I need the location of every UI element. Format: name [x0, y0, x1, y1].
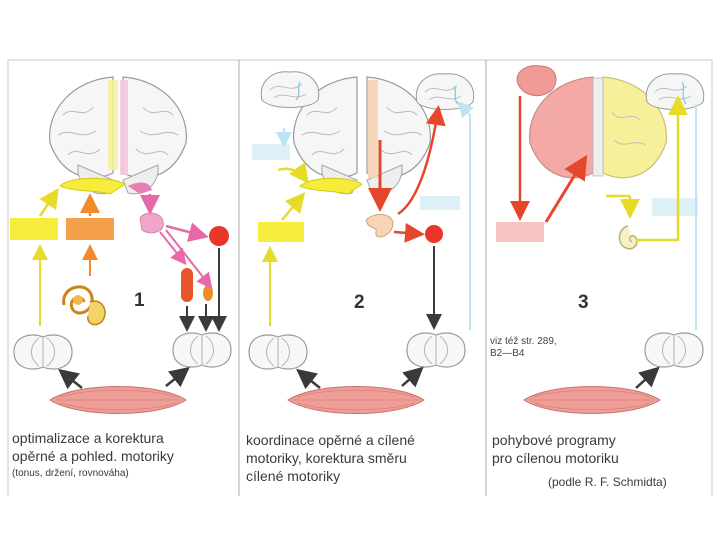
red-nucleus-1: [209, 226, 229, 246]
source-credit: (podle R. F. Schmidta): [548, 474, 667, 491]
panel-3-caption-line2: pro cílenou motoriku: [492, 450, 619, 467]
spinal-cord-2b: [407, 333, 465, 367]
dentate-hook-3: [619, 226, 636, 249]
muscle-3: [524, 387, 660, 414]
inner-ear-icon: [64, 287, 105, 325]
yellow-box-2: [258, 222, 304, 242]
panel-2: [249, 72, 474, 414]
yellow-box-1: [10, 218, 58, 240]
orange-box-1: [66, 218, 114, 240]
panel-2-caption-line1: koordinace opěrné a cílené: [246, 432, 415, 449]
small-brain-2a: [261, 72, 318, 108]
panel-2-caption-line2: motoriky, korektura směru: [246, 450, 407, 467]
muscle-2: [288, 387, 424, 414]
reference-line-2: B2—B4: [490, 348, 524, 360]
brainstem-nuclei-1: [60, 178, 125, 194]
panel-3-caption-line1: pohybové programy: [492, 432, 616, 449]
muscle-1: [50, 387, 186, 414]
panel-1-caption-note: (tonus, držení, rovnováha): [12, 468, 129, 479]
panel-3: [496, 66, 704, 414]
spinal-cord-1b: [173, 333, 231, 367]
spinal-cord-3: [645, 333, 703, 367]
spinal-cord-1a: [14, 335, 72, 369]
spinal-cord-2a: [249, 335, 307, 369]
midline-peach-2: [368, 80, 378, 178]
orange-tract-1: [181, 268, 193, 302]
orange-dot-1: [203, 285, 213, 301]
blue-box-2b: [420, 196, 460, 210]
panel-1-caption-line1: optimalizace a korektura: [12, 430, 164, 447]
panel-1-caption-line2: opěrné a pohled. motoriky: [12, 448, 174, 465]
small-brain-2b: [416, 74, 473, 110]
panel-1: [10, 77, 231, 414]
panel-2-caption-line3: cílené motoriky: [246, 468, 340, 485]
blue-box-3: [652, 198, 698, 216]
blue-box-2a: [252, 144, 290, 160]
panel-3-number: 3: [578, 292, 589, 314]
reference-line-1: viz též str. 289,: [490, 336, 557, 348]
small-brain-red-3: [517, 66, 556, 96]
panel-1-number: 1: [134, 290, 145, 312]
midline-yellow-1: [108, 80, 118, 170]
red-nucleus-2: [425, 225, 443, 243]
pink-box-3: [496, 222, 544, 242]
panel-2-number: 2: [354, 292, 365, 314]
midline-pink-1: [120, 80, 128, 175]
pons-peach-2: [366, 214, 393, 236]
thalamus-pink-1: [140, 213, 163, 233]
